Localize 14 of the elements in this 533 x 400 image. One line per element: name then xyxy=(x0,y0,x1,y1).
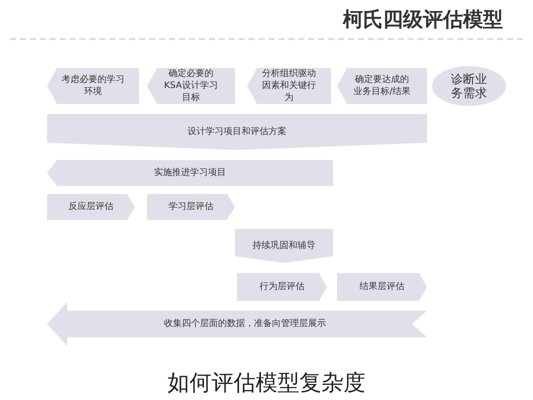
chevron-box: 确定必要的KSA设计学习目标 xyxy=(147,68,235,104)
chevron-box: 反应层评估 xyxy=(47,194,135,220)
chevron-box: 考虑必要的学习环境 xyxy=(47,68,139,104)
chevron-box: 行为层评估 xyxy=(237,273,327,301)
banner-box: 设计学习项目和评估方案 xyxy=(47,114,427,150)
chevron-box: 结果层评估 xyxy=(337,273,427,301)
title: 柯氏四级评估模型 xyxy=(343,6,503,33)
chevron-box: 学习层评估 xyxy=(147,194,235,220)
caption: 如何评估模型复杂度 xyxy=(166,370,366,398)
arrow-banner: 收集四个层面的数据，准备向管理层展示 xyxy=(47,302,427,346)
chevron-box: 确定要达成的业务目标/结果 xyxy=(337,68,427,104)
chevron-box: 实施推进学习项目 xyxy=(47,160,333,186)
ellipse-node: 诊断业务需求 xyxy=(432,66,506,106)
chevron-box: 分析组织驱动因素和关键行为 xyxy=(247,68,331,104)
